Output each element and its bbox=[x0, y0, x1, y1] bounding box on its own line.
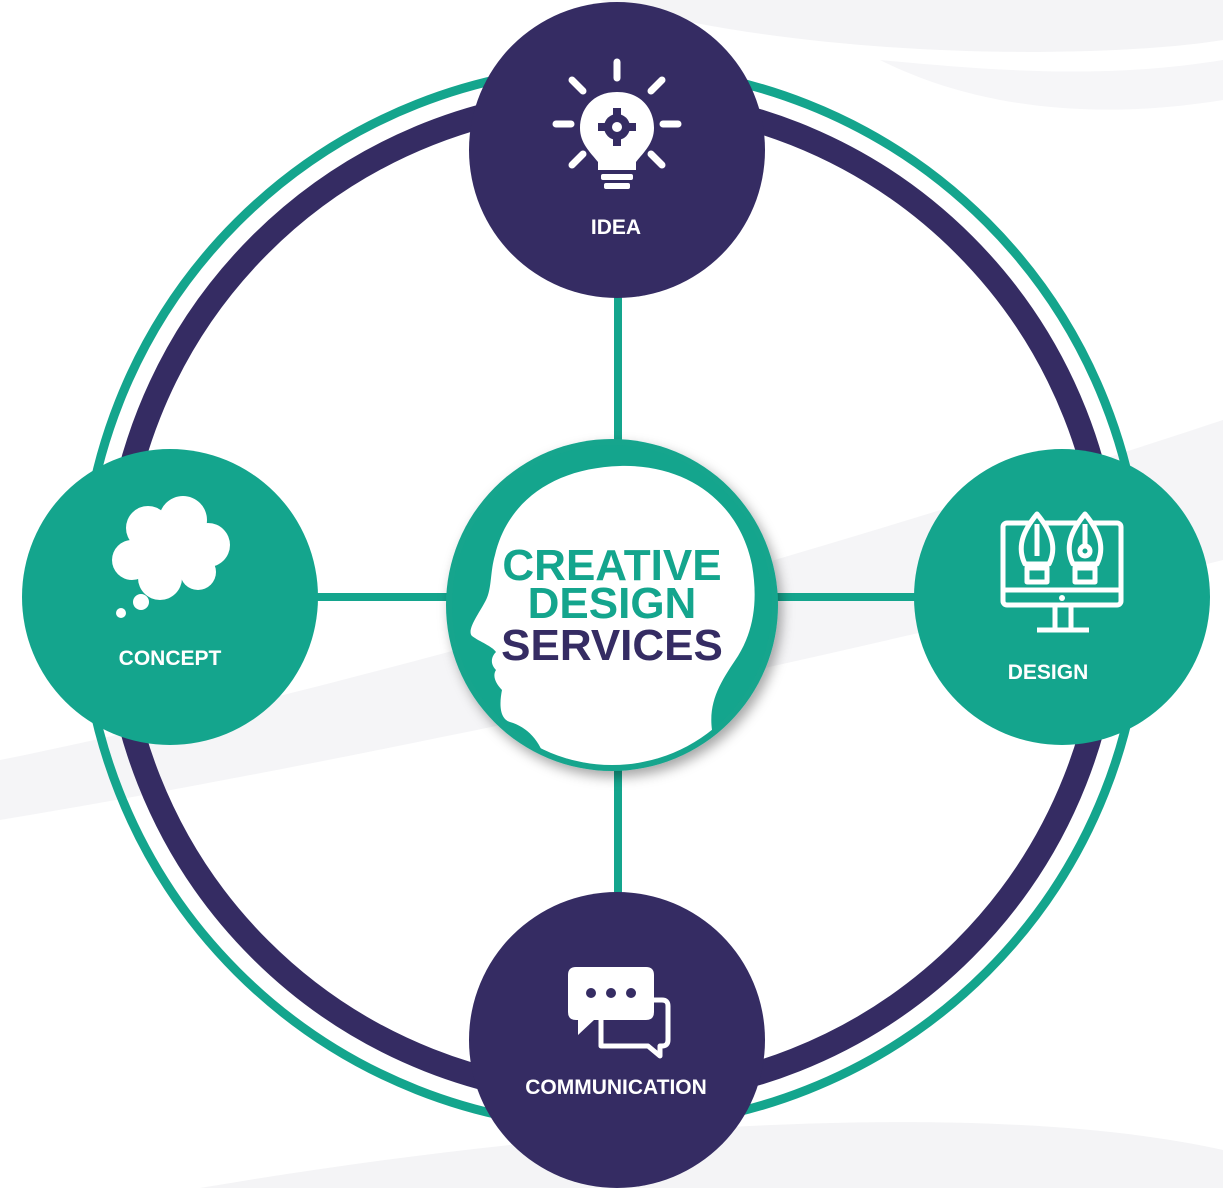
thought-cloud-icon bbox=[112, 496, 230, 618]
node-concept: CONCEPT bbox=[22, 449, 318, 745]
center-title-line1: CREATIVE bbox=[502, 541, 721, 590]
center-title-line2: DESIGN bbox=[528, 579, 697, 628]
node-concept-label: CONCEPT bbox=[119, 647, 222, 670]
node-idea-label: IDEA bbox=[591, 216, 641, 239]
lightbulb-gear-icon bbox=[552, 58, 682, 169]
chat-bubbles-icon bbox=[568, 967, 671, 1059]
node-idea: IDEA bbox=[469, 2, 765, 298]
node-communication-label: COMMUNICATION bbox=[525, 1076, 707, 1099]
node-design-label: DESIGN bbox=[1008, 661, 1089, 684]
center-hub: CREATIVE DESIGN SERVICES bbox=[446, 439, 778, 771]
center-title-line3: SERVICES bbox=[501, 621, 723, 670]
head-silhouette bbox=[470, 465, 755, 765]
connector-lines bbox=[300, 290, 925, 900]
node-design: DESIGN bbox=[914, 449, 1210, 745]
monitor-pen-nibs-icon bbox=[1000, 511, 1124, 633]
node-communication: COMMUNICATION bbox=[469, 892, 765, 1188]
